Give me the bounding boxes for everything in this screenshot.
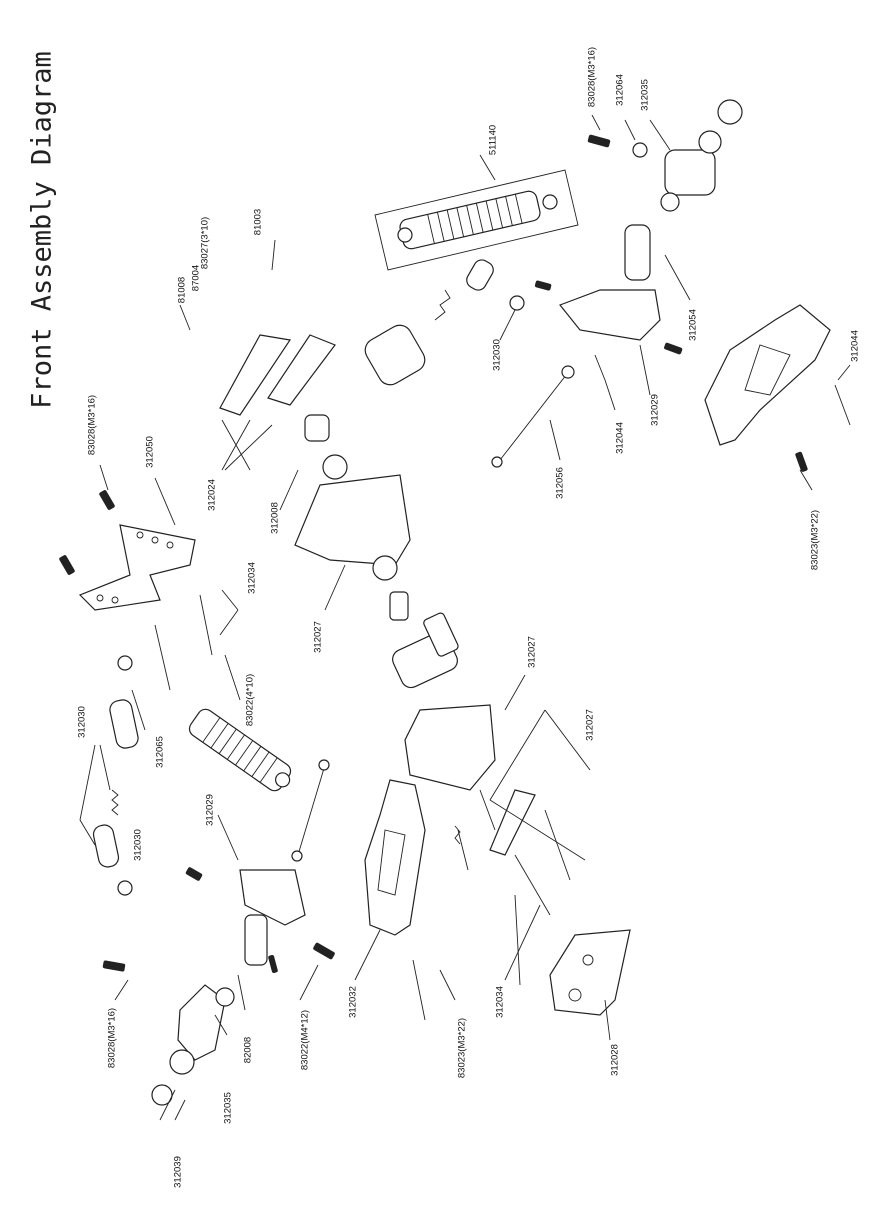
label-312030-c: 312030: [491, 339, 503, 371]
label-511140: 511140: [487, 124, 499, 156]
differential-312027: [389, 591, 459, 689]
label-312039: 312039: [172, 1156, 184, 1188]
label-312028: 312028: [609, 1044, 621, 1076]
label-312029-b: 312029: [649, 394, 661, 426]
label-312034: 312034: [494, 986, 506, 1018]
label-83022-m4x12: 83022(M4*12): [299, 1009, 311, 1071]
shock-tower-312050: [78, 524, 196, 611]
bumper-312028: [549, 929, 631, 1016]
gearbox-housing-upper: [294, 474, 411, 566]
hinge-plate-lower: [267, 334, 336, 406]
front-plate: [489, 789, 536, 856]
label-312027: 312027: [312, 621, 324, 653]
screws: [59, 134, 808, 974]
label-312032: 312032: [347, 986, 359, 1018]
label-83023-m3x22: 83023(M3*22): [456, 1017, 468, 1079]
knuckle-left: [239, 869, 306, 926]
label-312027-c: 312027: [584, 709, 596, 741]
label-312034-b: 312034: [246, 562, 258, 594]
label-312027-b: 312027: [526, 636, 538, 668]
label-312044-b: 312044: [849, 330, 861, 362]
label-81008: 81008: [176, 276, 188, 304]
label-312030-b: 312030: [132, 829, 144, 861]
label-312065: 312065: [154, 736, 166, 768]
rod-ends: [92, 142, 648, 896]
dogbone-312056: [491, 365, 575, 468]
label-81003: 81003: [252, 208, 264, 236]
label-312029: 312029: [204, 794, 216, 826]
label-312024: 312024: [206, 479, 218, 511]
label-83028-m3x16-c: 83028(M3*16): [586, 46, 598, 108]
hub-carrier-right: [664, 149, 716, 196]
shock-absorber-511140: [374, 169, 579, 271]
leader-lines: [79, 114, 851, 1121]
lower-arm-312032: [364, 779, 426, 936]
hinge-plate-upper: [219, 334, 292, 416]
label-312030: 312030: [76, 706, 88, 738]
label-312035-b: 312035: [639, 79, 651, 111]
label-83023-m3x22-b: 83023(M3*22): [809, 509, 821, 571]
dogbone-left: [291, 759, 330, 862]
hinge-pins: [154, 354, 851, 1021]
springs: [111, 289, 461, 845]
label-312050: 312050: [144, 436, 156, 468]
label-312008: 312008: [269, 502, 281, 534]
label-312035: 312035: [222, 1092, 234, 1124]
knuckle-right: [559, 289, 661, 341]
label-312054: 312054: [687, 309, 699, 341]
label-82008: 82008: [242, 1036, 254, 1064]
label-312044: 312044: [614, 422, 626, 454]
label-83028-m3x16: 83028(M3*16): [106, 1007, 118, 1069]
label-83022-4x10: 83022(4*10): [244, 673, 256, 727]
label-312064: 312064: [614, 74, 626, 106]
hub-carrier-left: [177, 984, 226, 1061]
lower-arm-right: [704, 304, 831, 446]
shock-absorber-left: [188, 708, 292, 792]
label-83027-3x10: 83027(3*10): [199, 216, 211, 270]
gearbox-housing-lower: [404, 704, 496, 791]
label-312056: 312056: [554, 467, 566, 499]
label-83028-m3x16-b: 83028(M3*16): [86, 394, 98, 456]
